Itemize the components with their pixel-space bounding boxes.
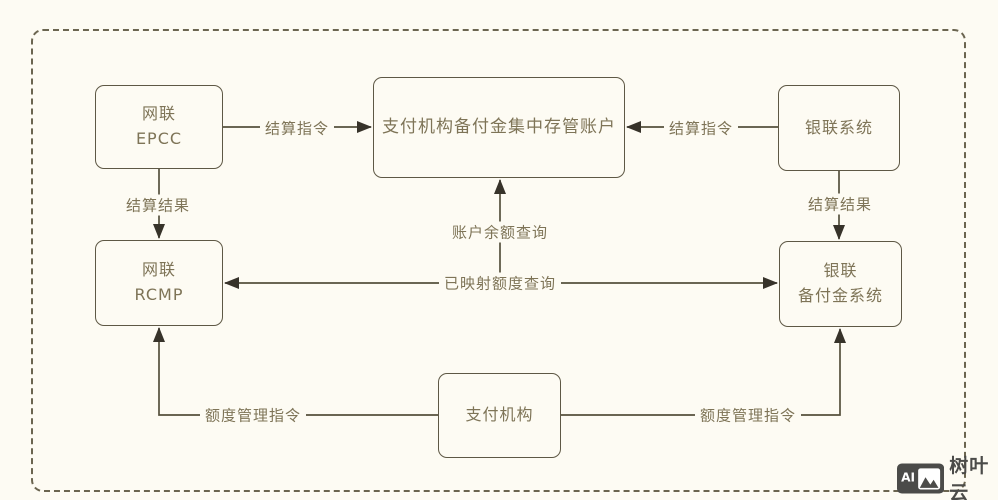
ai-image-icon: AI <box>897 462 945 494</box>
node-custody-account: 支付机构备付金集中存管账户 <box>373 77 625 178</box>
node-label: 备付金系统 <box>797 286 883 305</box>
edge-label-settle-result-left: 结算结果 <box>120 194 196 216</box>
node-label: 支付机构备付金集中存管账户 <box>382 117 616 138</box>
node-label: 网联 <box>141 260 176 280</box>
edge-label-mapped-quota-query: 已映射额度查询 <box>438 272 562 294</box>
edge-quota-mgmt-right <box>561 328 846 416</box>
edge-label-balance-query: 账户余额查询 <box>446 221 554 243</box>
node-label: RCMP <box>134 285 184 304</box>
edge-label-quota-mgmt-right: 额度管理指令 <box>694 404 802 426</box>
watermark-text: 树叶云 <box>949 455 990 500</box>
node-wanglian-rcmp: 网联 RCMP <box>95 240 223 326</box>
edge-label-settle-result-right: 结算结果 <box>802 193 878 215</box>
node-label: 银联系统 <box>804 117 873 137</box>
node-label: 网联 <box>141 104 176 124</box>
watermark: AI 树叶云 <box>897 451 998 500</box>
node-unionpay-system: 银联系统 <box>778 85 900 171</box>
node-label: 支付机构 <box>465 405 534 425</box>
node-wanglian-epcc: 网联 EPCC <box>95 85 223 169</box>
diagram-dashed-border <box>31 29 966 492</box>
svg-text:AI: AI <box>901 470 915 484</box>
node-label: 银联 <box>823 261 858 281</box>
edge-quota-mgmt-left <box>153 327 438 416</box>
mountains-glyph <box>919 476 939 488</box>
node-label: EPCC <box>135 129 183 148</box>
edge-label-settle-instruction-right: 结算指令 <box>663 117 739 139</box>
edge-label-settle-instruction-left: 结算指令 <box>259 117 335 139</box>
node-unionpay-reserve-system: 银联 备付金系统 <box>779 241 902 327</box>
edge-label-quota-mgmt-left: 额度管理指令 <box>199 404 307 426</box>
node-payment-institution: 支付机构 <box>438 373 561 458</box>
